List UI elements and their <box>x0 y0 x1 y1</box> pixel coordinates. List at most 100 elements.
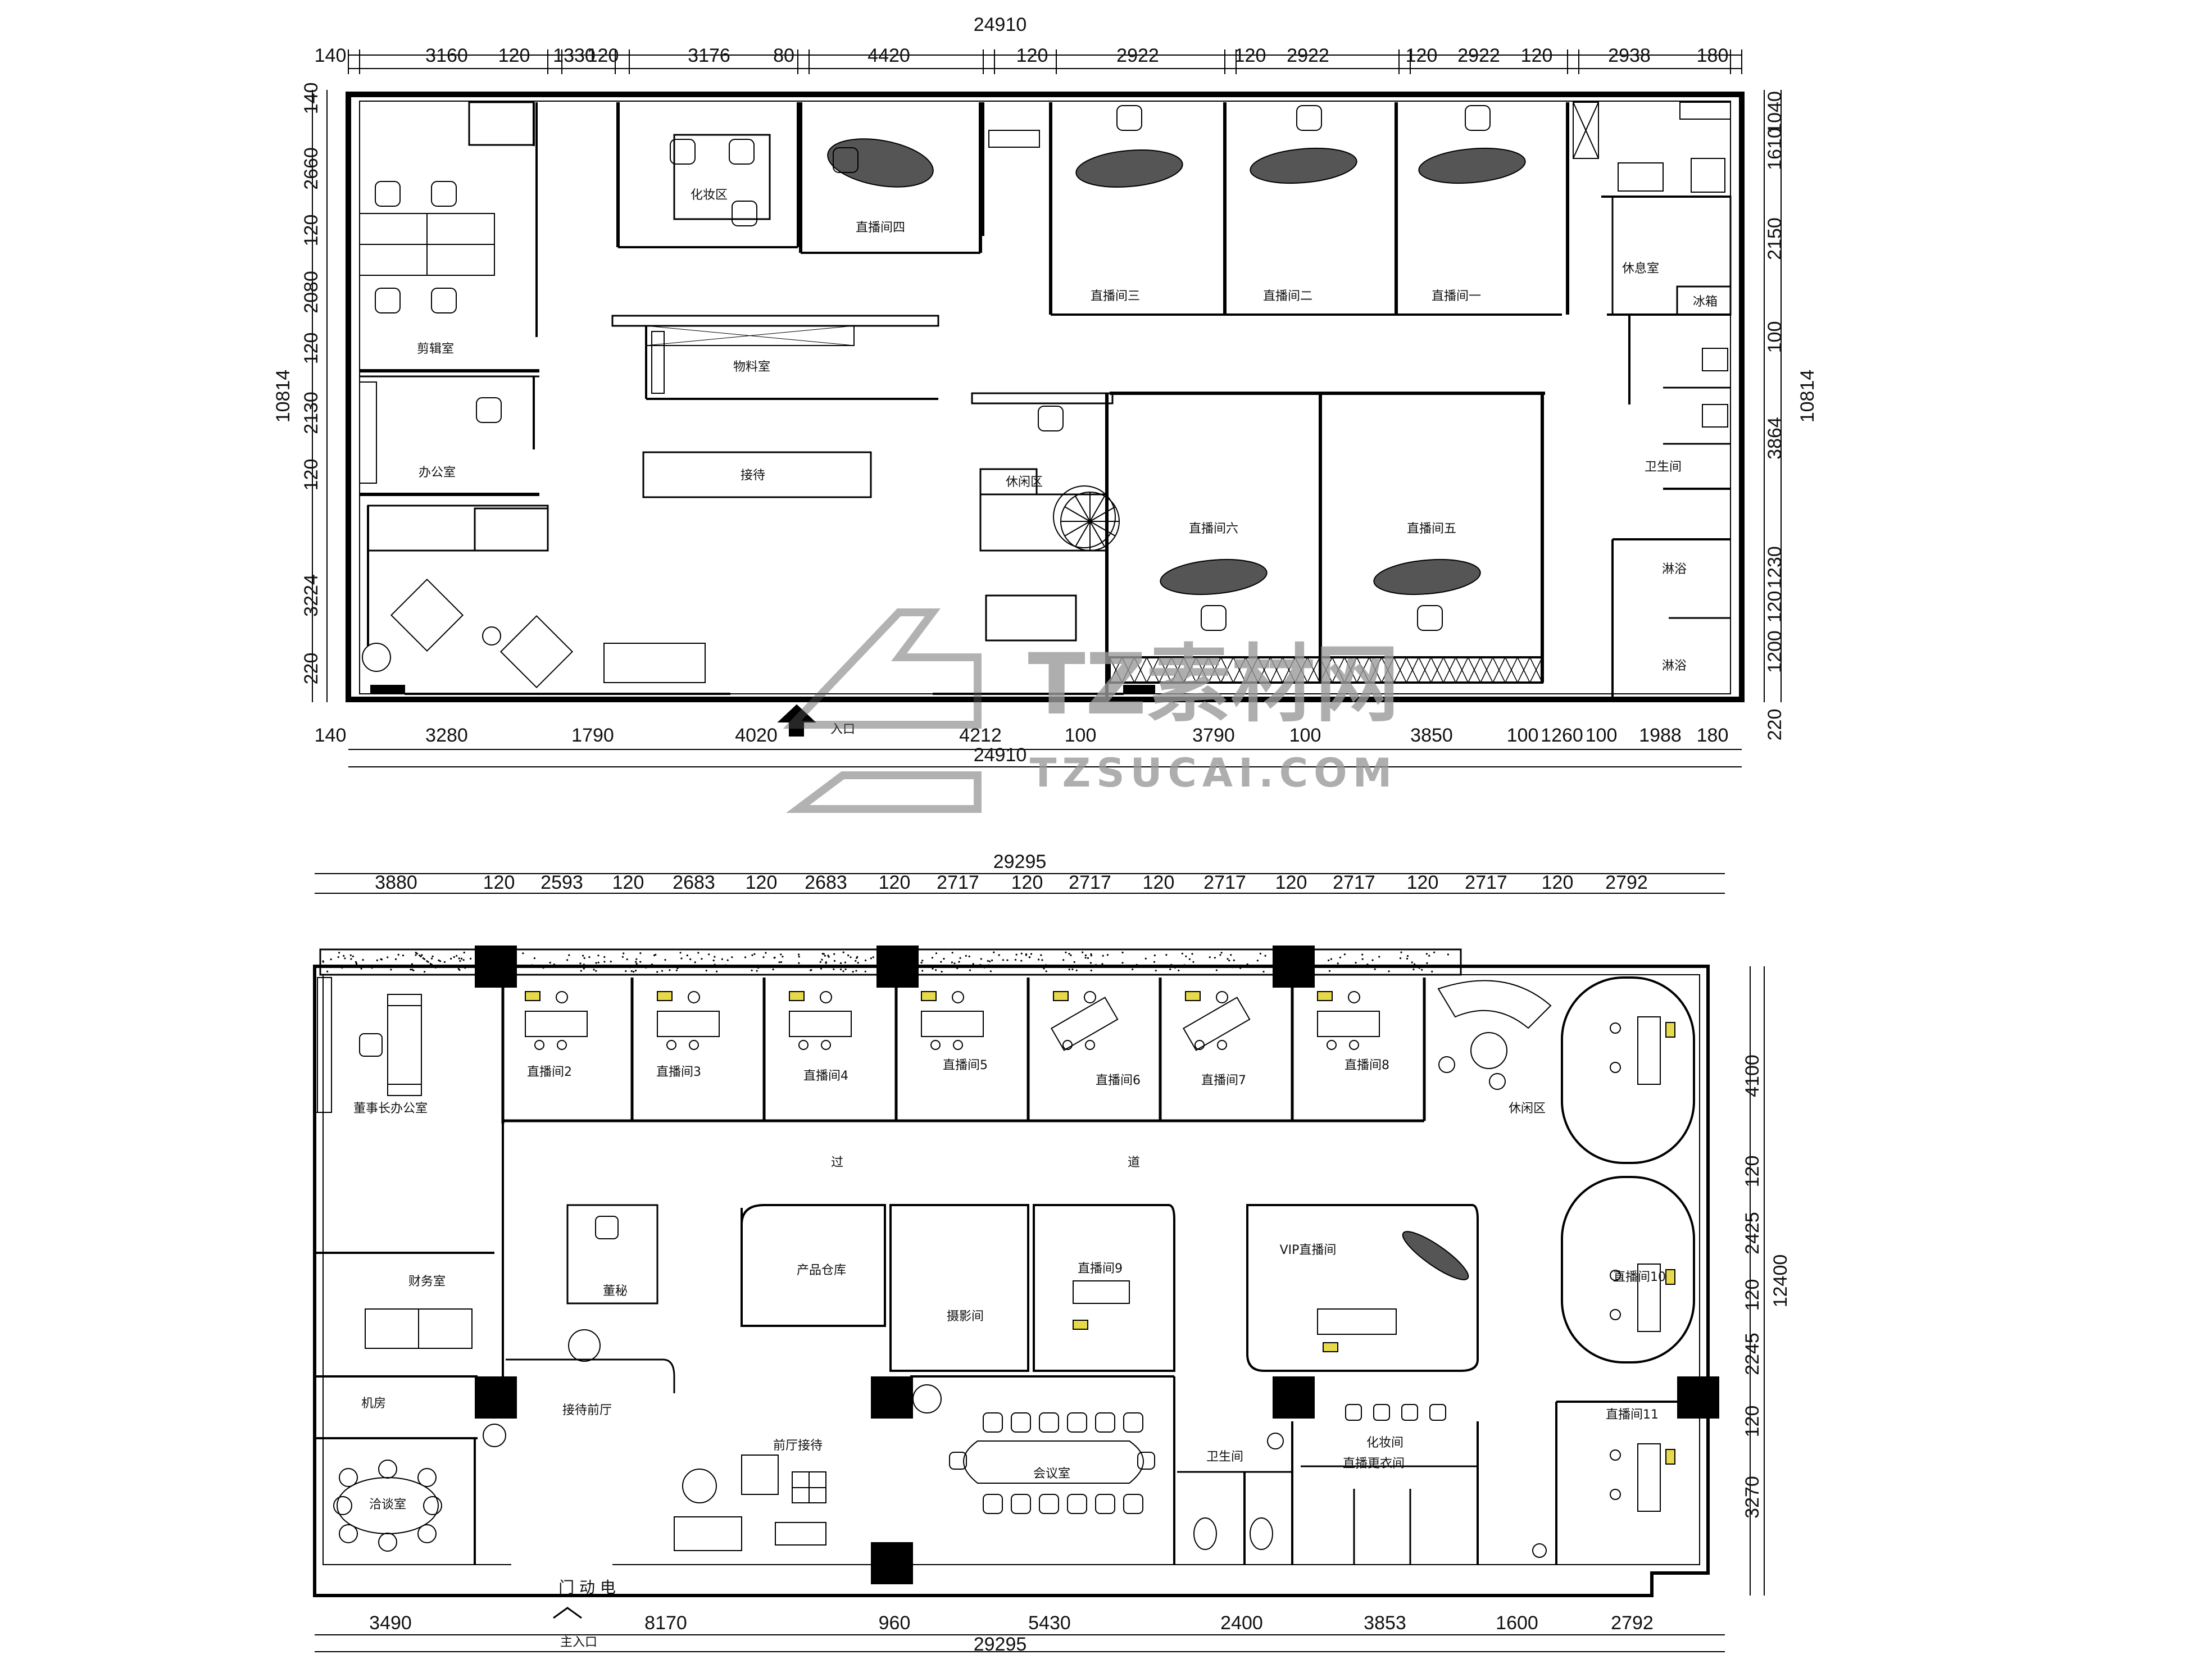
p1-dim-left-8: 220 <box>301 653 322 685</box>
p2-dim-right-6: 3270 <box>1742 1476 1763 1519</box>
p1-room-shower-a: 淋浴 <box>1662 562 1687 576</box>
p1-room-live1: 直播间一 <box>1432 289 1481 303</box>
p2-corridor-b: 道 <box>1128 1156 1140 1170</box>
p1-dim-bottom-6: 3790 <box>1192 725 1235 746</box>
p1-dim-right-2: 2150 <box>1764 217 1786 260</box>
p2-dim-top-14: 2717 <box>1333 872 1375 893</box>
p1-dim-bottom-2: 1790 <box>571 725 614 746</box>
p2-dim-top-15: 120 <box>1407 872 1439 893</box>
p2-room-live7: 直播间7 <box>1201 1074 1246 1088</box>
p2-dim-right-3: 120 <box>1742 1279 1763 1311</box>
p1-room-live5: 直播间五 <box>1407 522 1456 536</box>
p1-dim-top-14: 120 <box>1521 45 1553 66</box>
p2-dim-top-10: 2717 <box>1069 872 1111 893</box>
p2-room-dressing: 直播更衣间 <box>1343 1457 1405 1471</box>
p2-dim-top-17: 120 <box>1542 872 1574 893</box>
p2-dim-right-5: 120 <box>1742 1406 1763 1438</box>
lower-floor-plan <box>313 873 1765 1652</box>
p2-dim-right-4: 2245 <box>1742 1333 1763 1375</box>
p1-room-reception: 接待 <box>741 469 765 483</box>
p1-dim-left-total: 10814 <box>272 370 294 423</box>
p1-room-fridge: 冰箱 <box>1693 295 1718 309</box>
p2-dim-right-total: 12400 <box>1770 1255 1791 1308</box>
p2-room-live6: 直播间6 <box>1096 1074 1141 1088</box>
p1-dim-left-0: 140 <box>301 83 322 115</box>
p2-dim-bottom-0: 3490 <box>369 1612 412 1634</box>
p2-dim-bottom-1: 8170 <box>644 1612 687 1634</box>
p2-room-warehouse: 产品仓库 <box>797 1263 846 1278</box>
p1-room-shower-b: 淋浴 <box>1662 659 1687 673</box>
p2-room-vip: VIP直播间 <box>1280 1243 1337 1257</box>
p1-entrance-label: 入口 <box>830 722 855 737</box>
p1-dim-right-7: 1200 <box>1764 630 1786 673</box>
p1-dim-top-12: 120 <box>1406 45 1438 66</box>
p1-dim-top-4: 120 <box>587 45 619 66</box>
p2-dim-bottom-2: 960 <box>879 1612 911 1634</box>
p2-dim-bottom-4: 2400 <box>1220 1612 1263 1634</box>
p1-dim-right-0: 1040 <box>1764 91 1786 134</box>
p1-dim-top-8: 120 <box>1016 45 1048 66</box>
p1-room-toilet: 卫生间 <box>1645 460 1682 474</box>
p1-dim-top-7: 4420 <box>867 45 910 66</box>
p1-dim-left-7: 3224 <box>301 574 322 617</box>
p1-dim-left-3: 2080 <box>301 271 322 313</box>
p2-dim-top-1: 120 <box>483 872 515 893</box>
p2-dim-top-13: 120 <box>1275 872 1307 893</box>
p1-dim-top-2: 120 <box>498 45 530 66</box>
p2-dim-top-16: 2717 <box>1465 872 1507 893</box>
p1-dim-bottom-9: 100 <box>1507 725 1539 746</box>
p2-dim-bottom-7: 2792 <box>1611 1612 1654 1634</box>
p2-dim-top-4: 2683 <box>673 872 715 893</box>
p2-room-live5: 直播间5 <box>943 1058 988 1072</box>
p1-dim-bottom-8: 3850 <box>1410 725 1453 746</box>
p1-dim-top-3: 1330 <box>553 45 596 66</box>
p1-room-live2: 直播间二 <box>1263 289 1312 303</box>
p2-dim-top-3: 120 <box>612 872 644 893</box>
p2-room-front-desk: 前厅接待 <box>773 1439 823 1453</box>
p1-dim-right-8: 220 <box>1764 709 1786 741</box>
p2-room-lounge: 休闲区 <box>1509 1102 1546 1116</box>
p1-dim-bottom-4: 4212 <box>959 725 1002 746</box>
p1-dim-top-16: 180 <box>1697 45 1729 66</box>
p2-dim-top-9: 120 <box>1011 872 1043 893</box>
p2-room-live2: 直播间2 <box>527 1065 572 1079</box>
p2-room-live9: 直播间9 <box>1078 1262 1123 1276</box>
p2-dim-right-1: 120 <box>1742 1156 1763 1188</box>
p1-dim-bottom-3: 4020 <box>735 725 778 746</box>
p2-dim-top-12: 2717 <box>1203 872 1246 893</box>
watermark-sub: TZSUCAI.COM <box>1030 750 1397 796</box>
p1-room-makeup: 化妆区 <box>691 188 728 202</box>
p2-main-entrance: 主入口 <box>560 1635 597 1649</box>
p1-dim-bottom-0: 140 <box>315 725 347 746</box>
p2-room-secretary: 董秘 <box>603 1284 628 1298</box>
p2-room-front-reception: 接待前厅 <box>562 1403 612 1417</box>
p2-room-chairman: 董事长办公室 <box>353 1102 428 1116</box>
p1-dim-right-5: 1230 <box>1764 546 1786 589</box>
p2-room-makeup: 化妆间 <box>1366 1436 1403 1450</box>
p2-room-finance: 财务室 <box>408 1275 446 1289</box>
p2-room-negotiation: 洽谈室 <box>369 1498 406 1512</box>
p2-dim-right-2: 2425 <box>1742 1212 1763 1255</box>
p1-room-live3: 直播间三 <box>1091 289 1140 303</box>
p2-dim-top-18: 2792 <box>1605 872 1648 893</box>
p1-room-rest: 休息室 <box>1622 262 1659 276</box>
p1-dim-top-6: 80 <box>773 45 794 66</box>
p1-dim-bottom-7: 100 <box>1289 725 1321 746</box>
p1-dim-top-9: 2922 <box>1116 45 1159 66</box>
p1-dim-bottom-1: 3280 <box>425 725 468 746</box>
p2-dim-top-8: 2717 <box>937 872 979 893</box>
p2-dim-bottom-5: 3853 <box>1364 1612 1406 1634</box>
p1-dim-top-15: 2938 <box>1608 45 1651 66</box>
p2-room-live4: 直播间4 <box>803 1069 848 1083</box>
p2-room-toilet: 卫生间 <box>1206 1450 1243 1464</box>
p1-dim-top-13: 2922 <box>1457 45 1500 66</box>
p2-dim-top-5: 120 <box>746 872 778 893</box>
p2-dim-bottom-total: 29295 <box>974 1634 1027 1655</box>
p2-dim-bottom-6: 1600 <box>1496 1612 1538 1634</box>
p1-dim-left-2: 120 <box>301 215 322 247</box>
p1-room-live6: 直播间六 <box>1189 522 1238 536</box>
p1-dim-bottom-10: 1260 <box>1541 725 1583 746</box>
p1-dim-top-11: 2922 <box>1287 45 1329 66</box>
p1-dim-left-4: 120 <box>301 333 322 365</box>
watermark-main: TZ素材网 <box>1028 636 1399 734</box>
